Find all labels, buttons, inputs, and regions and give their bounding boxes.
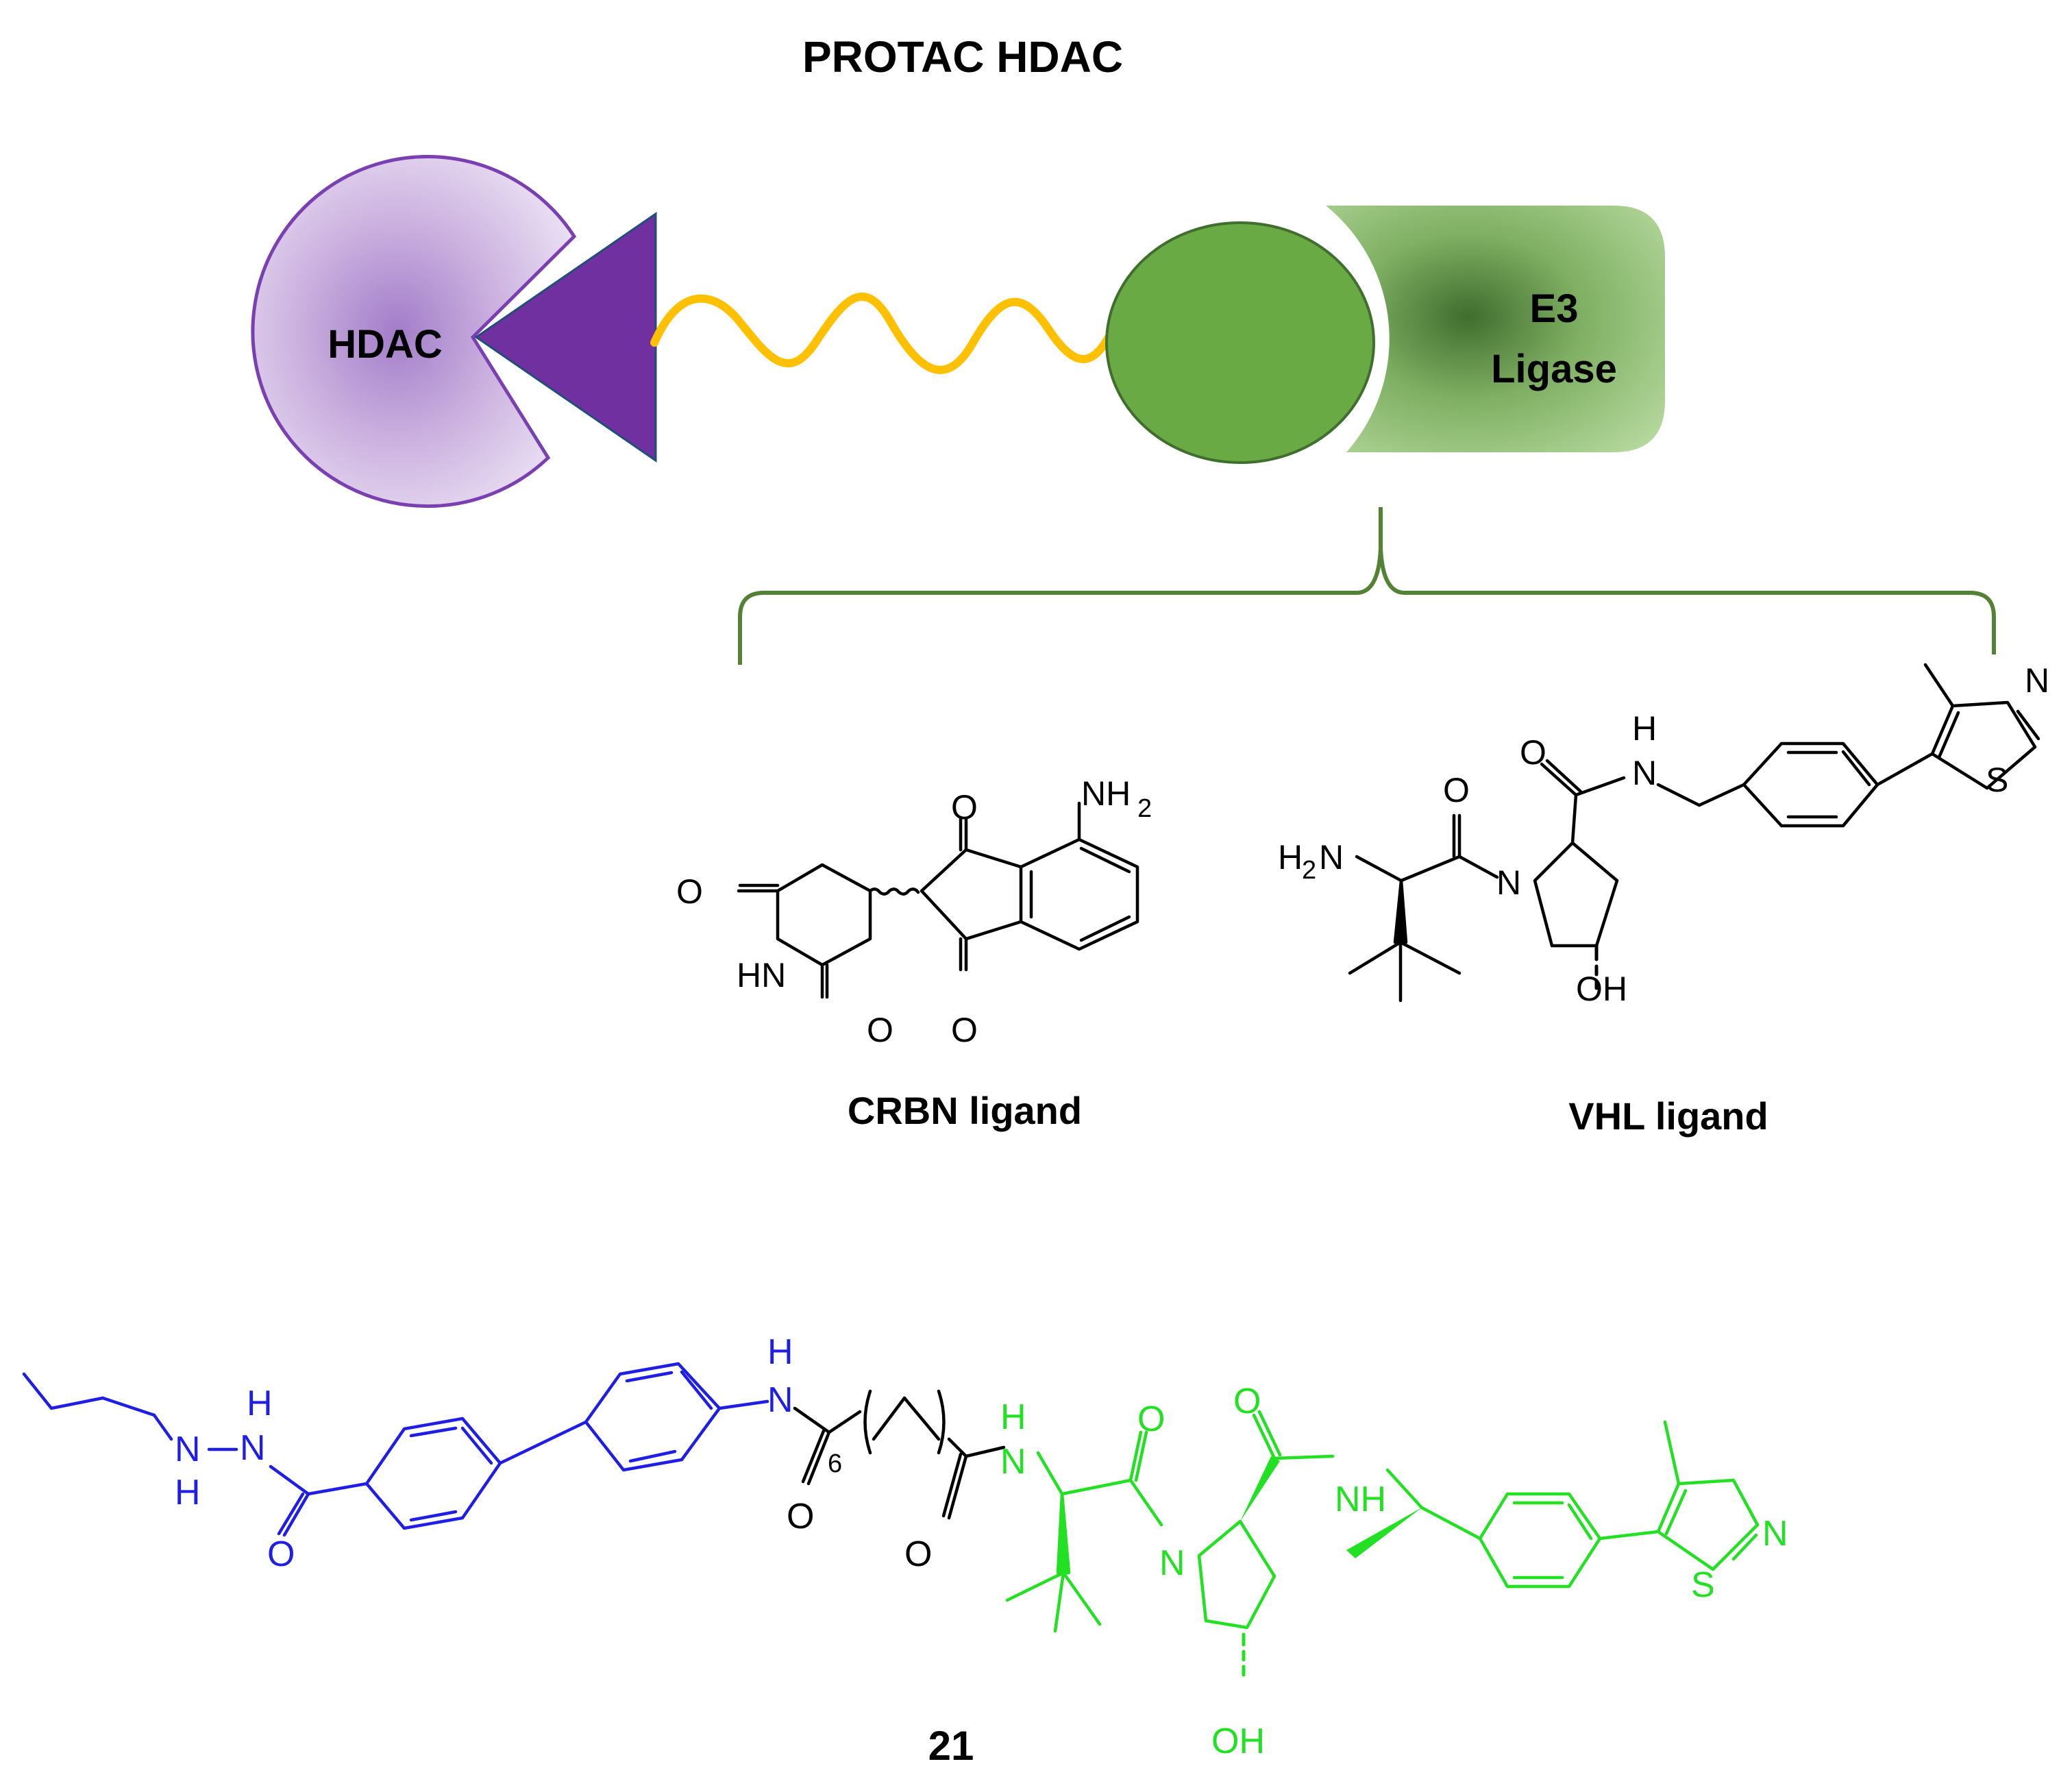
atom-label: O (1137, 1399, 1165, 1439)
atom-label: H (1632, 709, 1657, 748)
compound-vhl-atoms: H N O N O NH N S OH (1000, 1382, 1788, 1761)
atom-label: O (951, 1011, 978, 1049)
atom-label: N (1159, 1543, 1185, 1583)
compound-vhl-part (1005, 1410, 1760, 1677)
crbn-ligand-atoms: NH 2 O O HN O O (676, 774, 1152, 1049)
e3-label-line2: Ligase (1491, 347, 1617, 391)
atom-label: 2 (1137, 794, 1152, 823)
atom-label: NH (1335, 1480, 1386, 1519)
hdac-protein (251, 155, 577, 508)
atom-label: N (240, 1428, 266, 1468)
compound-number: 21 (928, 1723, 974, 1769)
atom-label: O (904, 1534, 932, 1574)
atom-label: O (1233, 1382, 1261, 1421)
vhl-ligand-atoms: H 2 N O N O H N N S OH (1278, 661, 2049, 1008)
compound-linker-atoms: 6 O O (787, 1449, 932, 1574)
atom-label: H (1000, 1397, 1026, 1437)
figure-title: PROTAC HDAC (802, 32, 1123, 82)
atom-label: O (1443, 771, 1470, 809)
atom-label: N (1000, 1442, 1026, 1482)
atom-label: N (767, 1380, 793, 1420)
e3-ligase (1326, 206, 1665, 452)
hdac-label: HDAC (328, 322, 443, 367)
atom-label: O (787, 1497, 814, 1536)
atom-label: S (1986, 761, 2008, 799)
atom-label: NH (1081, 774, 1131, 813)
atom-label: N (1319, 838, 1344, 876)
e3-ligand-ball (1105, 221, 1375, 464)
vhl-ligand-structure (1348, 663, 2040, 1003)
ligand-bracket (738, 507, 1996, 665)
atom-label: O (951, 788, 978, 826)
atom-label: N (1632, 754, 1657, 792)
atom-label: N (2025, 661, 2049, 700)
e3-label-line1: E3 (1530, 286, 1579, 331)
compound-linker-part (793, 1389, 1006, 1520)
protac-cartoon: HDAC E3 Ligase (251, 155, 1665, 508)
crbn-ligand-label: CRBN ligand (848, 1089, 1082, 1132)
atom-label: S (1691, 1565, 1715, 1605)
atom-label: N (1762, 1514, 1788, 1554)
compound-hdac-inhibitor-part (22, 1362, 769, 1537)
compound-hdac-inhibitor-atoms: H N N H O H N (175, 1332, 793, 1574)
atom-label: N (175, 1430, 201, 1469)
atom-label: OH (1211, 1721, 1265, 1761)
crbn-ligand-structure (737, 801, 1139, 999)
atom-label: O (1520, 733, 1546, 772)
atom-label: H (767, 1332, 793, 1372)
atom-label: 2 (1302, 856, 1316, 885)
linker-repeat-count: 6 (828, 1449, 842, 1478)
atom-label: HN (737, 956, 786, 994)
atom-label: OH (1576, 970, 1627, 1008)
atom-label: N (1496, 863, 1521, 902)
vhl-ligand-label: VHL ligand (1568, 1094, 1768, 1138)
atom-label: H (1278, 838, 1303, 876)
atom-label: O (676, 872, 703, 911)
atom-label: O (867, 1011, 893, 1049)
linker-wave (650, 293, 1124, 374)
atom-label: H (175, 1473, 201, 1512)
atom-label: H (247, 1384, 273, 1423)
atom-label: O (267, 1534, 295, 1574)
